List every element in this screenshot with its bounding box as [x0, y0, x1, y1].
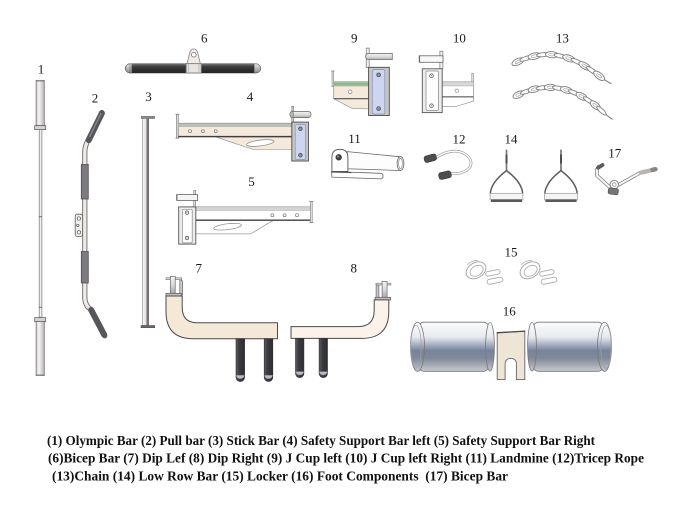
svg-text:15: 15: [505, 245, 518, 260]
svg-text:12: 12: [453, 132, 466, 147]
svg-text:8: 8: [350, 260, 357, 275]
svg-text:(6)Bicep Bar (7) Dip Lef (8) D: (6)Bicep Bar (7) Dip Lef (8) Dip Right (…: [48, 452, 644, 467]
svg-text:3: 3: [145, 89, 152, 104]
svg-text:9: 9: [351, 31, 358, 46]
svg-text:1: 1: [38, 62, 45, 77]
svg-text:6: 6: [201, 31, 208, 46]
svg-text:17: 17: [608, 146, 622, 161]
svg-text:7: 7: [196, 260, 203, 275]
svg-text:4: 4: [247, 89, 254, 104]
svg-text:2: 2: [92, 91, 99, 106]
svg-text:16: 16: [503, 304, 517, 319]
svg-text:13: 13: [556, 31, 569, 46]
svg-text:10: 10: [453, 31, 466, 46]
svg-text:(13)Chain (14) Low Row Bar (15: (13)Chain (14) Low Row Bar (15) Locker (…: [52, 469, 508, 484]
svg-text:5: 5: [248, 174, 255, 189]
svg-text:11: 11: [348, 131, 361, 146]
svg-text:14: 14: [505, 131, 519, 146]
svg-text:(1) Olympic Bar (2) Pull bar (: (1) Olympic Bar (2) Pull bar (3) Stick B…: [47, 434, 595, 449]
